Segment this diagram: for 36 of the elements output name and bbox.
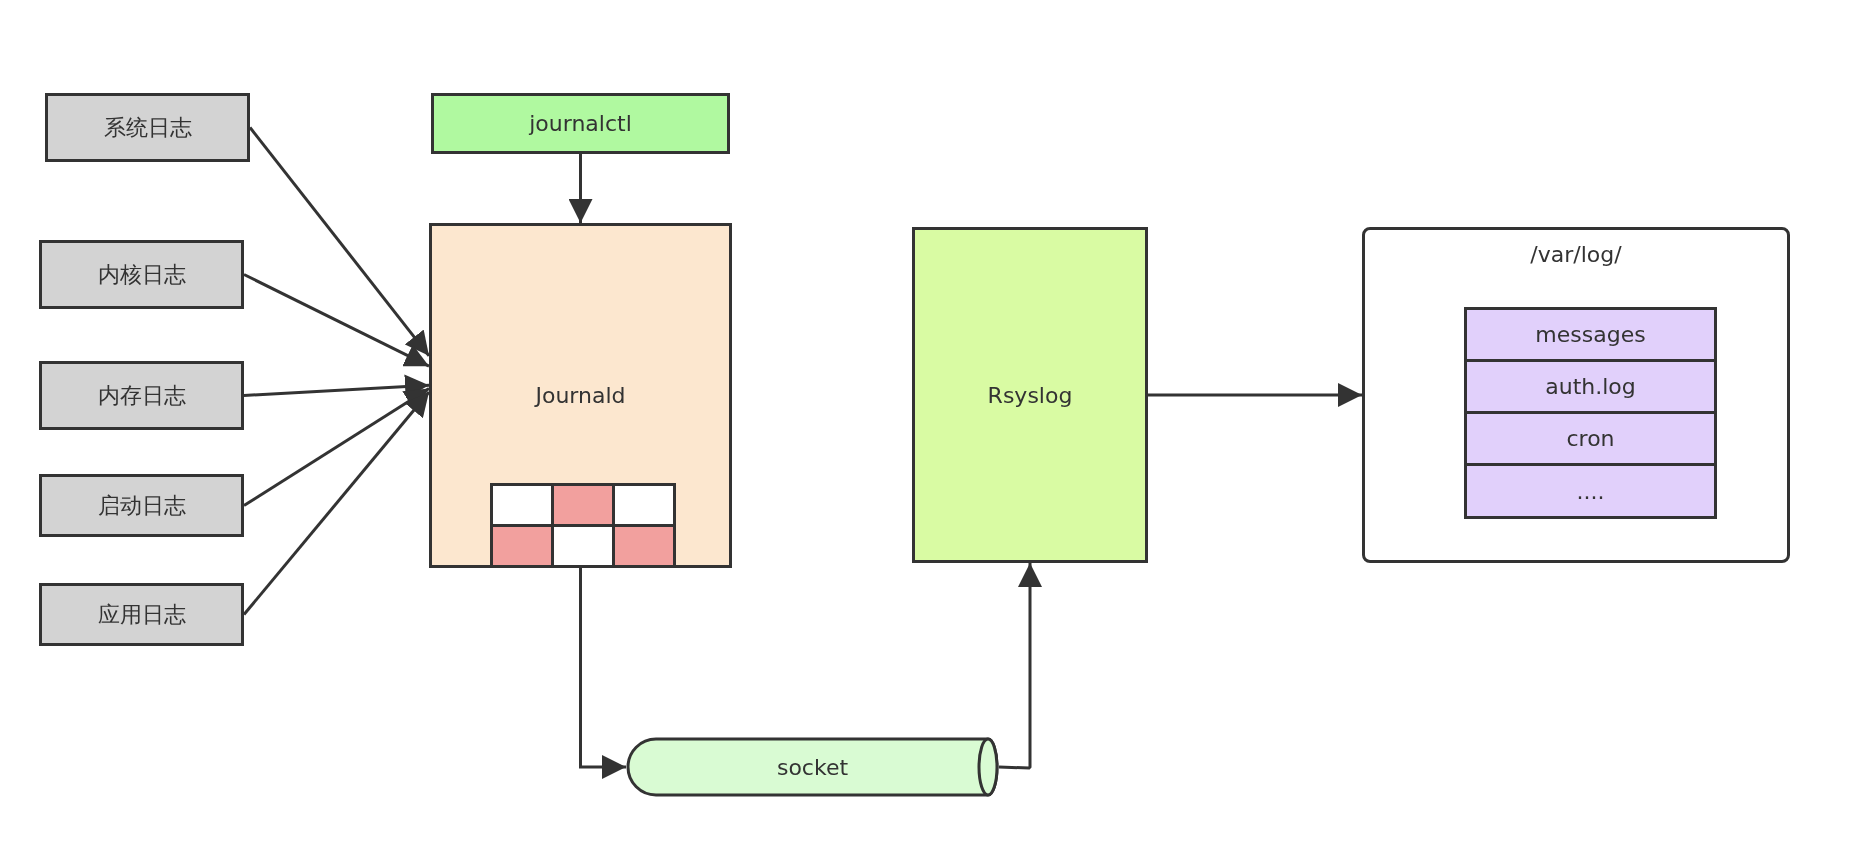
arrow — [568, 154, 593, 223]
node-label: 内存日志 — [97, 381, 186, 410]
arrow — [998, 563, 1042, 770]
arrow — [243, 387, 430, 507]
arrow — [579, 568, 626, 779]
node-label: 应用日志 — [97, 600, 186, 629]
log-source-box — [45, 93, 250, 162]
arrow — [243, 374, 430, 399]
log-source-box — [39, 240, 244, 309]
command-box — [431, 93, 730, 154]
node-label: auth.log — [1545, 374, 1636, 399]
node-label: Journald — [535, 383, 626, 408]
journald-box — [429, 223, 732, 568]
log-file-row — [1464, 411, 1717, 466]
node-label: journalctl — [529, 111, 632, 136]
log-file-row — [1464, 463, 1717, 519]
node-label: cron — [1566, 426, 1615, 451]
directory-container — [1362, 227, 1790, 563]
log-source-box — [39, 361, 244, 430]
node-label: 启动日志 — [97, 491, 186, 520]
log-file-row — [1464, 307, 1717, 362]
arrow — [248, 126, 431, 357]
node-label: 内核日志 — [97, 260, 186, 289]
arrow — [243, 273, 430, 368]
node-label: .... — [1576, 478, 1605, 504]
arrow — [242, 391, 431, 616]
container-heading: /var/log/ — [1530, 242, 1622, 267]
node-label: socket — [776, 754, 849, 780]
arrow — [1148, 383, 1362, 407]
log-file-row — [1464, 359, 1717, 414]
log-source-box — [39, 474, 244, 537]
rsyslog-box — [912, 227, 1148, 563]
node-label: Rsyslog — [987, 382, 1073, 408]
log-source-box — [39, 583, 244, 646]
node-label: 系统日志 — [103, 113, 192, 142]
node-label: messages — [1535, 322, 1646, 347]
